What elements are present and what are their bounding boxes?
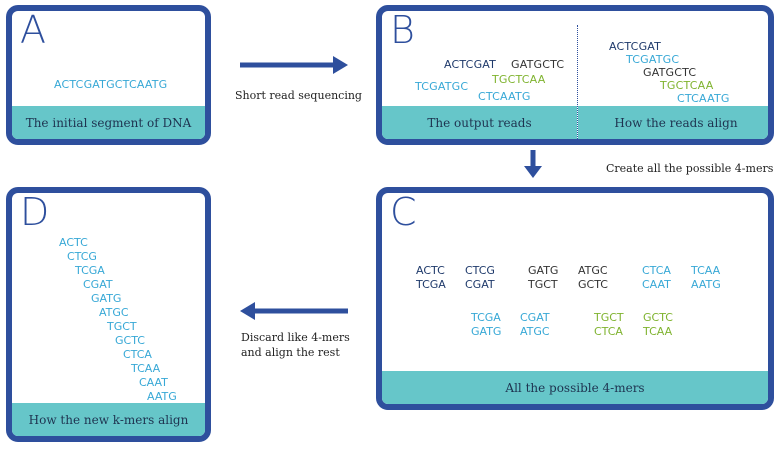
kmer: TCAA	[643, 325, 673, 338]
aligned-read-4: TGCTCAA	[660, 79, 714, 92]
kmer-pair-4: ATGC GCTC	[578, 264, 608, 292]
kmer: CGAT	[465, 278, 495, 291]
kmer: CTCG	[465, 264, 495, 277]
aligned-read-5: CTCAATG	[677, 92, 730, 105]
initial-sequence: ACTCGATGCTCAATG	[54, 78, 168, 91]
panel-a-footer: The initial segment of DNA	[12, 103, 205, 139]
panel-d-letter: D	[20, 190, 50, 234]
kmer: CGAT	[520, 311, 550, 324]
panel-c-footer: All the possible 4-mers	[382, 368, 768, 404]
kmer: TGCT	[528, 278, 558, 291]
kmer-pair-7: TCGA GATG	[471, 311, 501, 339]
kmer-step-4: CGAT	[83, 278, 113, 291]
panel-b-letter: B	[390, 8, 415, 52]
kmer-step-8: GCTC	[115, 334, 145, 347]
kmer-step-5: GATG	[91, 292, 122, 305]
kmer-step-6: ATGC	[99, 306, 129, 319]
arrow2-label: Create all the possible 4-mers	[606, 162, 774, 175]
kmer: ATGC	[578, 264, 608, 277]
kmer-step-11: CAAT	[139, 376, 168, 389]
read-5: CTCAATG	[478, 90, 531, 103]
kmer: TCGA	[471, 311, 501, 324]
kmer: CTCA	[594, 325, 623, 338]
read-1: ACTCGAT	[444, 58, 497, 71]
panel-b-footer-right: How the reads align	[578, 103, 768, 139]
panel-b-footer-left: The output reads	[382, 103, 577, 139]
kmer: CTCA	[642, 264, 671, 277]
arrow3-label: Discard like 4-mers and align the rest	[241, 330, 350, 360]
kmer: GCTC	[578, 278, 608, 291]
read-3: TGCTCAA	[492, 73, 546, 86]
aligned-read-3: GATGCTC	[643, 66, 697, 79]
kmer-step-9: CTCA	[123, 348, 152, 361]
kmer-pair-5: CTCA CAAT	[642, 264, 671, 292]
kmer-pair-8: CGAT ATGC	[520, 311, 550, 339]
panel-b-divider	[577, 25, 578, 139]
kmer-step-3: TCGA	[75, 264, 105, 277]
kmer: CAAT	[642, 278, 671, 291]
panel-d-footer: How the new k-mers align	[12, 400, 205, 436]
kmer: ATGC	[520, 325, 550, 338]
kmer-step-2: CTCG	[67, 250, 97, 263]
read-2: GATGCTC	[511, 58, 565, 71]
kmer: TGCT	[594, 311, 624, 324]
kmer-pair-2: CTCG CGAT	[465, 264, 495, 292]
kmer-pair-9: TGCT CTCA	[594, 311, 624, 339]
kmer: GATG	[528, 264, 559, 277]
panel-b: B ACTCGAT GATGCTC TGCTCAA TCGATGC CTCAAT…	[376, 5, 774, 145]
kmer-pair-1: ACTC TCGA	[416, 264, 446, 292]
aligned-read-1: ACTCGAT	[609, 40, 662, 53]
arrow1-label: Short read sequencing	[235, 89, 362, 102]
kmer: AATG	[691, 278, 721, 291]
kmer: TCAA	[691, 264, 721, 277]
kmer-pair-6: TCAA AATG	[691, 264, 721, 292]
aligned-read-2: TCGATGC	[626, 53, 680, 66]
panel-c-letter: C	[390, 190, 417, 234]
kmer-step-10: TCAA	[131, 362, 161, 375]
arrow3-label-line2: and align the rest	[241, 346, 340, 359]
kmer: ACTC	[416, 264, 445, 277]
kmer-pair-3: GATG TGCT	[528, 264, 558, 292]
left-arrow	[240, 302, 348, 320]
panel-a: A ACTCGATGCTCAATG The initial segment of…	[6, 5, 211, 145]
panel-a-letter: A	[20, 8, 46, 52]
right-arrow	[240, 56, 348, 74]
kmer-pair-10: GCTC TCAA	[643, 311, 673, 339]
kmer-step-12: AATG	[147, 390, 177, 403]
arrow3-label-line1: Discard like 4-mers	[241, 331, 350, 344]
kmer-step-7: TGCT	[107, 320, 137, 333]
panel-c: C ACTC TCGA CTCG CGAT GATG TGCT ATGC GCT…	[376, 187, 774, 410]
read-4: TCGATGC	[415, 80, 469, 93]
down-arrow	[524, 150, 542, 178]
kmer-step-1: ACTC	[59, 236, 88, 249]
kmer: GATG	[471, 325, 502, 338]
kmer: TCGA	[416, 278, 446, 291]
kmer: GCTC	[643, 311, 673, 324]
panel-d: D ACTC CTCG TCGA CGAT GATG ATGC TGCT GCT…	[6, 187, 211, 442]
